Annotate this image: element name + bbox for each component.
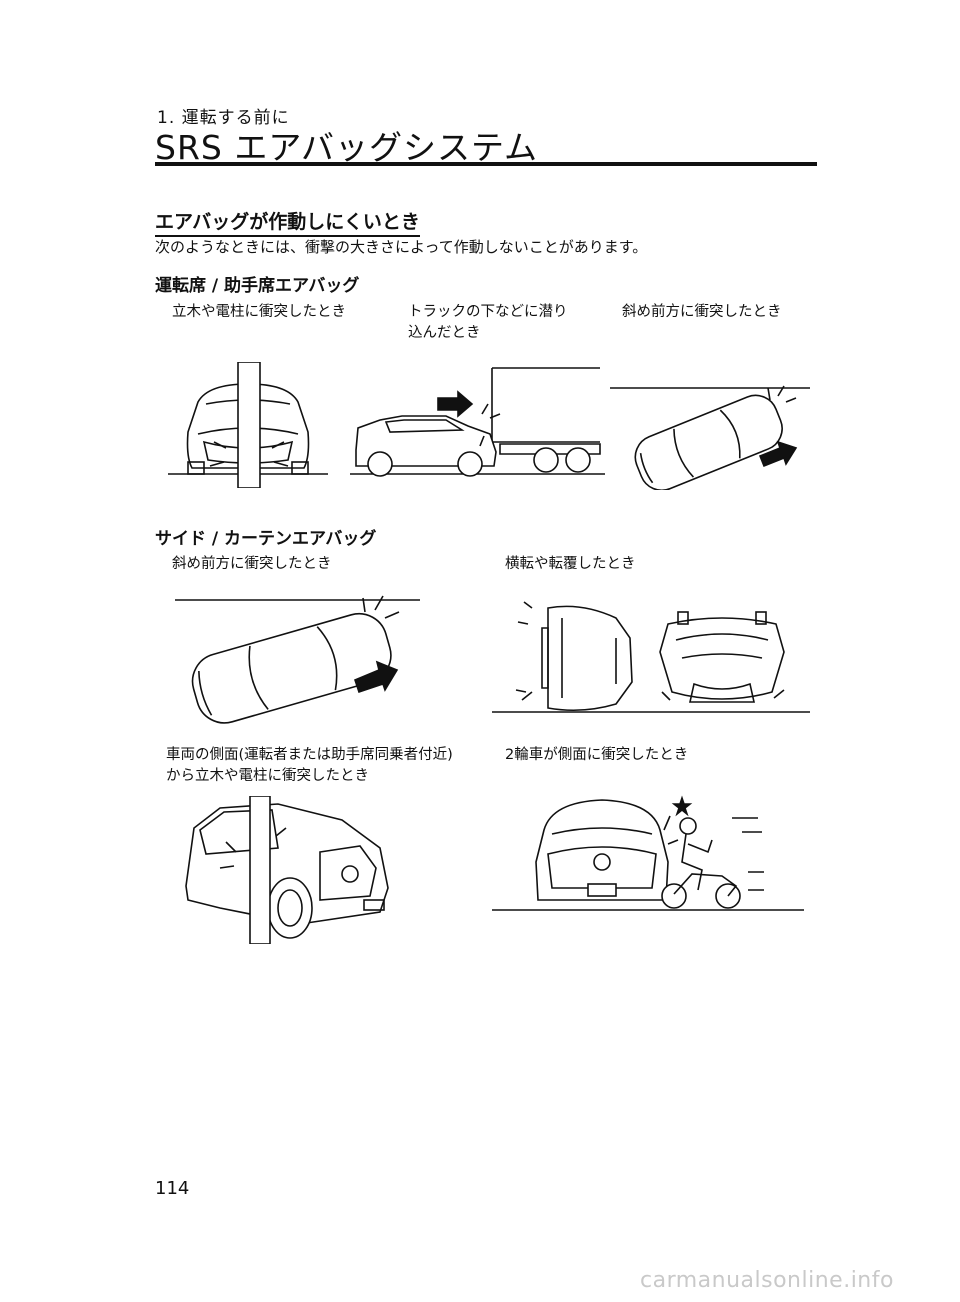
side-curtain-heading: サイド / カーテンエアバッグ [155,529,377,549]
watermark-text: carmanualsonline.info [640,1268,894,1293]
illustration-oblique-front-collision-1 [610,378,810,490]
page-number: 114 [155,1178,190,1199]
illustration-oblique-front-collision-2 [175,588,425,728]
illustration-pole-front-collision [168,362,328,488]
caption-oblique-front-1: 斜め前方に衝突したとき [622,304,782,320]
caption-oblique-front-2: 斜め前方に衝突したとき [172,556,332,572]
title-divider [155,162,817,166]
illustration-rollover [492,588,810,716]
section-intro: 次のようなときには、衝撃の大きさによって作動しないことがあります。 [155,238,648,256]
caption-pole-front: 立木や電柱に衝突したとき [172,304,346,320]
chapter-label: 1. 運転する前に [157,108,290,128]
section-heading: エアバッグが作動しにくいとき [155,207,420,237]
caption-side-pole: 車両の側面(運転者または助手席同乗者付近) から立木や電柱に衝突したとき [166,747,453,784]
caption-rollover: 横転や転覆したとき [505,556,636,572]
caption-truck-underride: トラックの下などに潜り 込んだとき [408,304,568,341]
illustration-truck-underride [350,362,605,488]
caption-motorcycle-side: 2輪車が側面に衝突したとき [505,747,689,763]
illustration-side-pole-collision [180,796,395,944]
page-title: SRS エアバッグシステム [155,128,539,167]
driver-passenger-heading: 運転席 / 助手席エアバッグ [155,276,360,296]
illustration-motorcycle-side-collision [492,790,810,918]
